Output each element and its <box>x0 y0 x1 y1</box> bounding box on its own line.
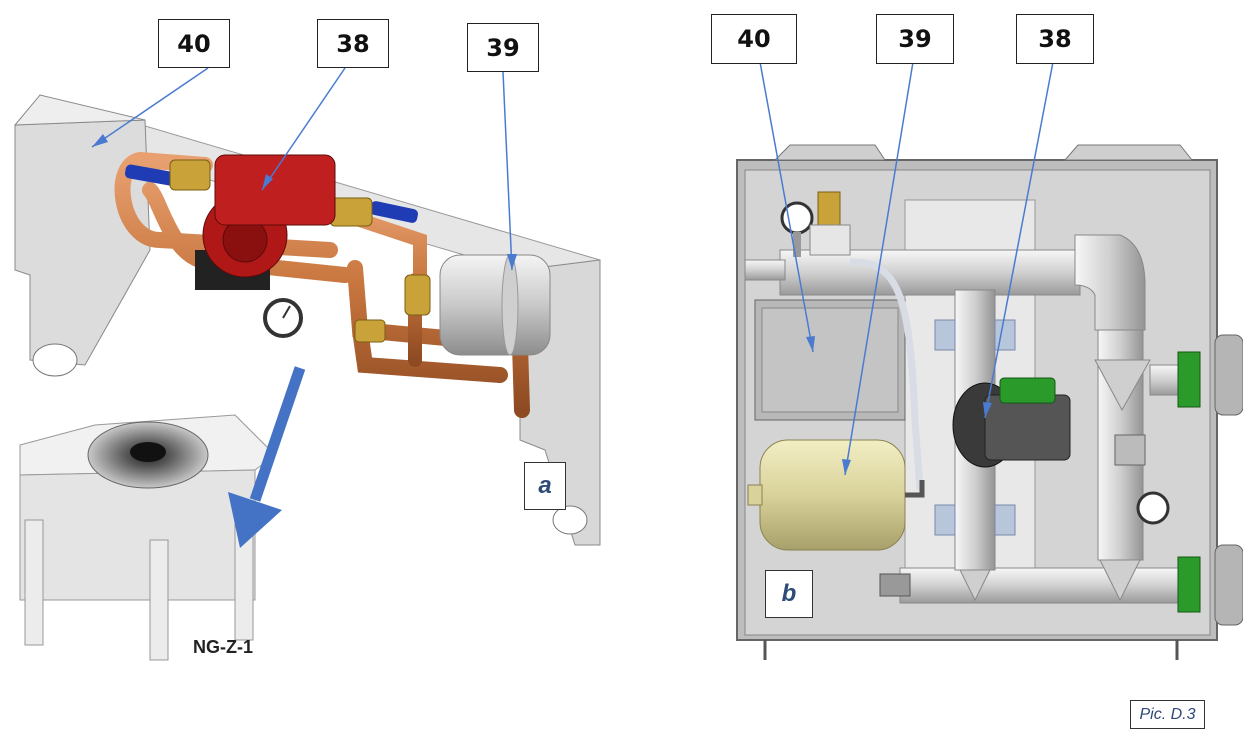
model-label: NG-Z-1 <box>193 637 253 657</box>
leader-line-38b <box>984 61 1054 419</box>
panel-a-illustration <box>13 67 601 661</box>
figure-caption: Pic. D.3 <box>1130 700 1205 729</box>
callout-40-panel-b: 40 <box>711 14 797 64</box>
dry-cooler-unit <box>19 414 276 661</box>
circulation-pump-green <box>952 377 1071 468</box>
leader-line-40b <box>759 61 814 353</box>
panel-tag-a: a <box>524 462 566 510</box>
air-vent <box>809 191 851 256</box>
leader-line-38a <box>261 67 346 191</box>
callout-38-panel-b: 38 <box>1016 14 1094 64</box>
circulation-pump-red <box>195 154 336 290</box>
leader-line-40a <box>91 67 209 148</box>
callout-39-panel-b: 39 <box>876 14 954 64</box>
expansion-tank-silver <box>439 254 551 356</box>
callout-39-panel-a: 39 <box>467 23 539 72</box>
expansion-tank-yellow <box>747 439 925 551</box>
leader-line-39b <box>844 61 914 476</box>
control-box <box>754 299 906 421</box>
panel-b-illustration <box>736 61 1243 660</box>
callout-38-panel-a: 38 <box>317 19 389 68</box>
callout-40-panel-a: 40 <box>158 19 230 68</box>
panel-tag-b: b <box>765 570 813 618</box>
leader-line-39a <box>502 71 513 271</box>
pressure-gauge <box>263 298 303 338</box>
down-arrow-icon <box>228 366 306 548</box>
